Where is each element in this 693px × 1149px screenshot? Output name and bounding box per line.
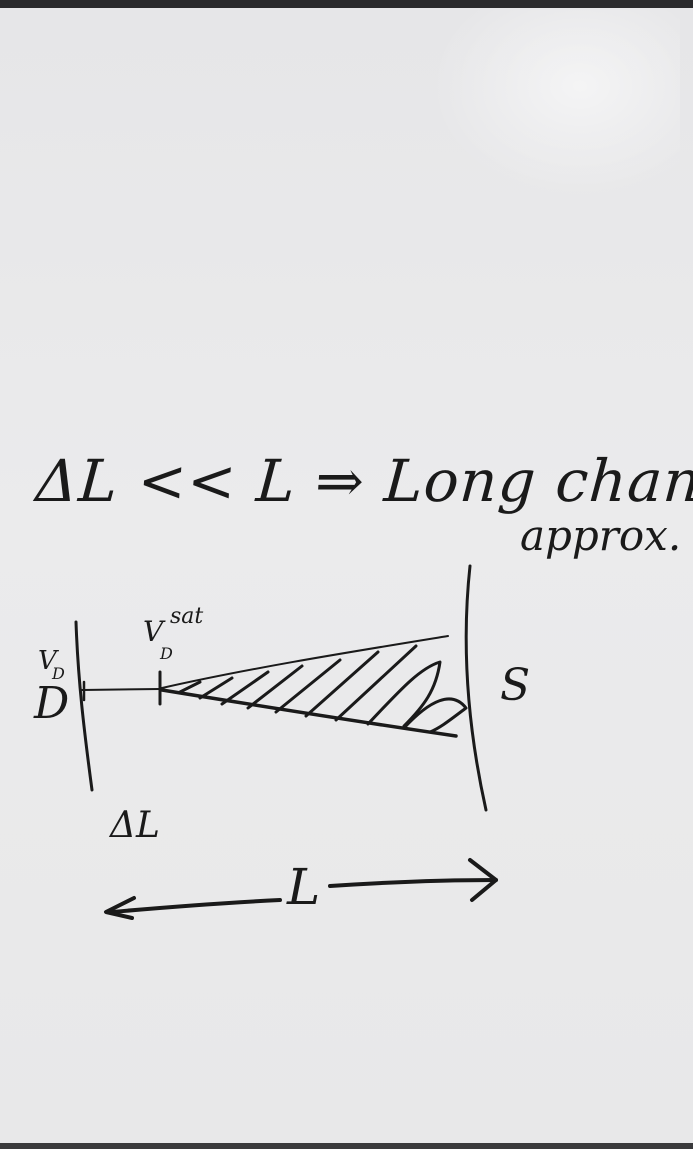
length-arrow-left bbox=[110, 898, 282, 914]
drain-boundary-line bbox=[74, 620, 94, 792]
drain-voltage-label: V bbox=[38, 646, 57, 676]
photo-top-edge bbox=[0, 0, 693, 8]
channel-upper-edge bbox=[161, 635, 449, 689]
length-label: L bbox=[287, 858, 321, 916]
length-arrow-right bbox=[328, 878, 498, 888]
drain-label: D bbox=[34, 678, 70, 729]
headline-text: ΔL << L ⇒ Long channel bbox=[33, 447, 693, 515]
light-glare bbox=[430, 10, 680, 200]
channel-hatching bbox=[178, 644, 468, 734]
saturation-voltage-label: V bbox=[143, 615, 164, 648]
delta-l-label: ΔL bbox=[110, 805, 160, 846]
headline-subtext: approx. bbox=[520, 511, 682, 560]
source-label: S bbox=[500, 660, 531, 711]
saturation-voltage-subscript: D bbox=[160, 644, 173, 663]
saturation-voltage-superscript: sat bbox=[170, 604, 204, 629]
drain-voltage-subscript: D bbox=[52, 664, 65, 683]
photo-bottom-edge bbox=[0, 1143, 693, 1149]
length-arrowhead-left bbox=[104, 896, 136, 920]
delta-l-region-line bbox=[81, 688, 161, 691]
source-boundary-line bbox=[464, 564, 488, 812]
length-arrowhead-right bbox=[468, 858, 498, 902]
